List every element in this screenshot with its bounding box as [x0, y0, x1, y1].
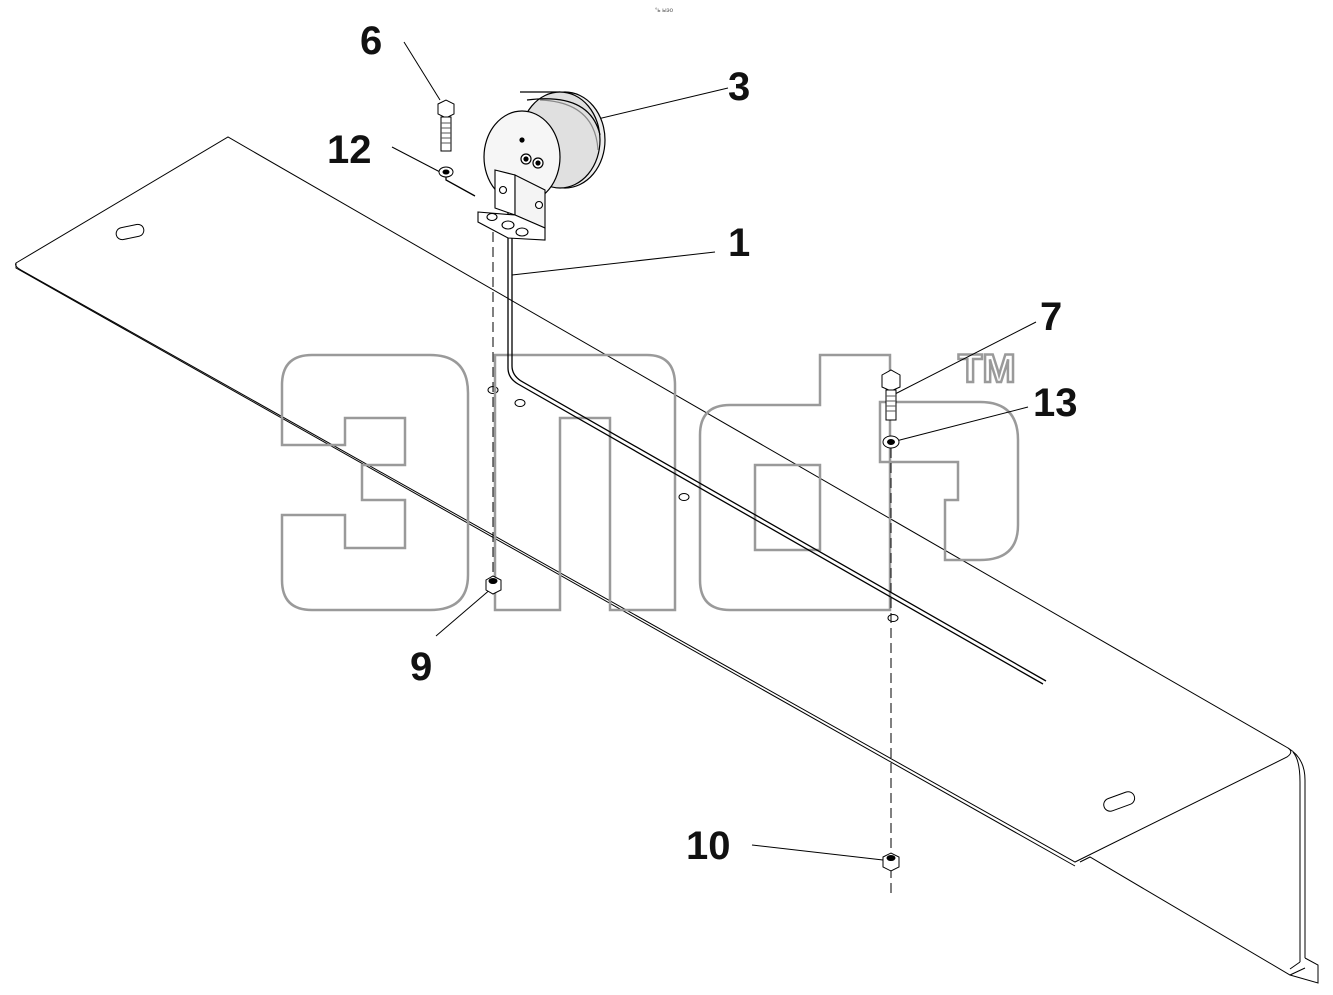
- watermark-tm: TM: [958, 347, 1016, 391]
- callout-label-1: 1: [728, 221, 750, 265]
- callout-label-10: 10: [686, 824, 731, 868]
- mounting-panel: [15, 136, 1319, 984]
- nut-part-10: [882, 852, 900, 872]
- gauge-bracket: [477, 169, 546, 241]
- callout-label-12: 12: [327, 128, 372, 172]
- callout-label-13: 13: [1033, 381, 1078, 425]
- nut-part-9: [485, 575, 502, 595]
- washer-part-12: [438, 166, 454, 178]
- gauge-sensor: [483, 91, 606, 204]
- callout-label-6: 6: [360, 19, 382, 63]
- callout-label-3: 3: [728, 65, 750, 109]
- bolt-part-6: [437, 99, 455, 152]
- drawing-code: °ь ыэо: [655, 8, 674, 14]
- washer-part-13: [882, 435, 900, 449]
- callout-label-9: 9: [410, 645, 432, 689]
- callout-label-7: 7: [1040, 295, 1062, 339]
- axis-centerlines: [492, 232, 892, 898]
- watermark-logo: [280, 353, 1020, 612]
- bolt-part-7: [881, 369, 901, 421]
